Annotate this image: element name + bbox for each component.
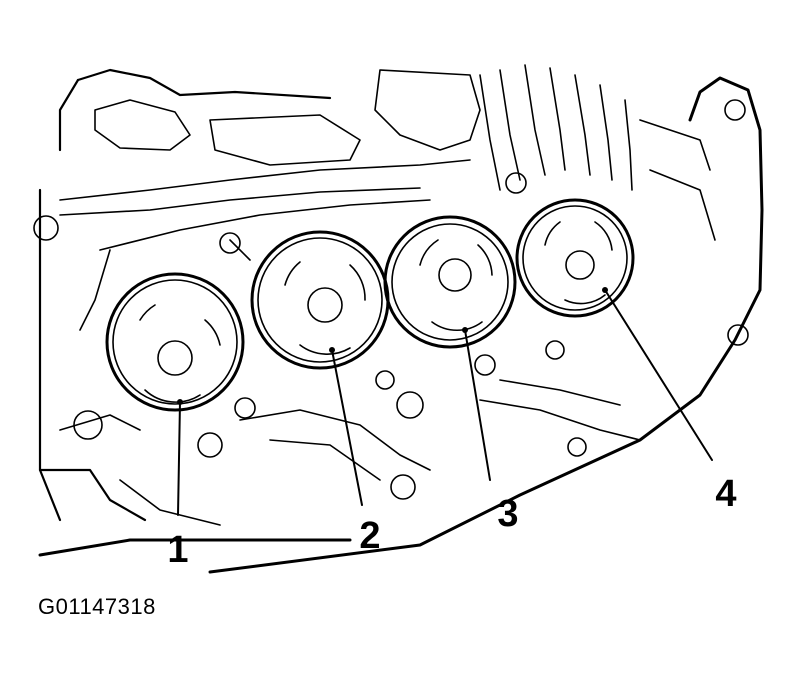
piston-2 [250,230,390,370]
leader-dot-3 [462,327,468,333]
leader-dot-1 [177,399,183,405]
fluid-passages [59,64,716,526]
housing-outline [38,68,764,574]
figure-code: G01147318 [38,594,156,619]
leader-dot-2 [329,347,335,353]
callout-label-4: 4 [715,473,736,515]
leader-line-2 [331,349,363,506]
leader-line-3 [464,329,491,481]
leader-line-4 [604,289,713,461]
leader-dot-4 [602,287,608,293]
bolt-holes [33,99,749,500]
piston-3 [383,215,517,349]
callout-label-1: 1 [167,529,188,571]
piston-1 [105,272,245,412]
leader-lines [177,287,713,516]
piston-4 [515,198,635,318]
leader-line-1 [177,401,181,516]
callout-label-3: 3 [497,493,518,535]
callout-label-2: 2 [359,515,380,557]
